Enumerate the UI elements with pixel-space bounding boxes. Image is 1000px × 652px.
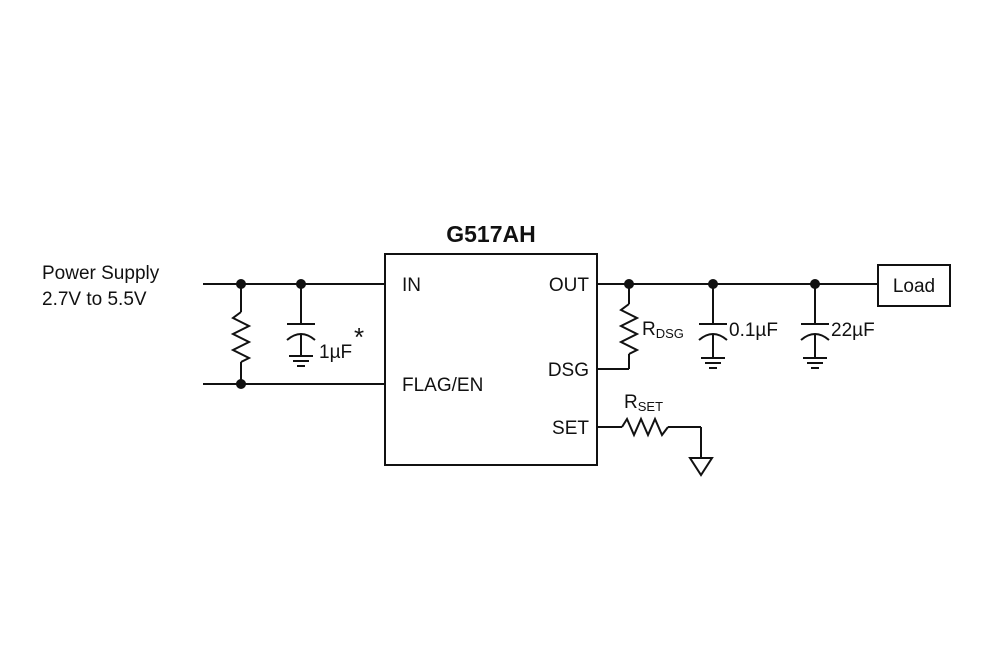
load-box	[877, 264, 951, 307]
ic-name: G517AH	[446, 221, 535, 247]
rset-resistor	[597, 416, 714, 477]
junction-dot	[296, 279, 306, 289]
pin-set-label: SET	[552, 418, 589, 439]
pin-in-label: IN	[402, 275, 421, 296]
cap-22uf	[800, 284, 830, 369]
rdsg-label: RDSG	[642, 319, 684, 341]
junction-dot	[810, 279, 820, 289]
pin-flag-en-label: FLAG/EN	[402, 375, 483, 396]
pin-out-label: OUT	[549, 275, 590, 296]
supply-label-line2: 2.7V to 5.5V	[42, 289, 147, 310]
junction-dot	[236, 279, 246, 289]
input-cap-note: *	[354, 322, 364, 352]
junction-dot	[236, 379, 246, 389]
input-capacitor	[286, 284, 316, 367]
rdsg-resistor	[597, 284, 640, 370]
load-label: Load	[893, 276, 935, 297]
input-cap-label: 1µF	[319, 342, 352, 363]
supply-label-line1: Power Supply	[42, 263, 160, 284]
pullup-resistor	[230, 284, 252, 384]
cap-0-1uf	[698, 284, 728, 369]
cap-0-1uf-label: 0.1µF	[729, 320, 778, 341]
rset-label: RSET	[624, 392, 663, 414]
junction-dot	[624, 279, 634, 289]
cap-22uf-label: 22µF	[831, 320, 875, 341]
ic-body	[384, 253, 598, 466]
junction-dot	[708, 279, 718, 289]
pin-dsg-label: DSG	[548, 360, 589, 381]
